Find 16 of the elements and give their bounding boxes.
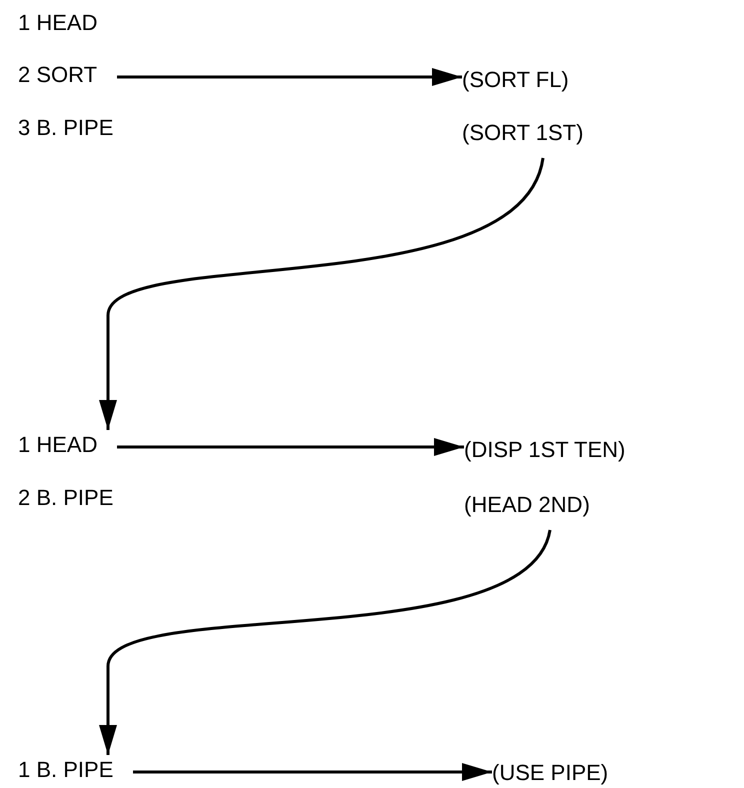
- step-text: (USE PIPE): [492, 758, 608, 788]
- arrow: [133, 763, 492, 781]
- step-text: (SORT FL): [462, 65, 569, 95]
- arrow: [99, 529, 552, 755]
- arrow: [99, 157, 544, 430]
- step-text: (HEAD 2ND): [464, 490, 590, 520]
- step-text: 2 SORT: [18, 60, 98, 90]
- step-text: (SORT 1ST): [462, 118, 584, 148]
- arrow: [117, 68, 462, 86]
- step-label: 2 B. PIPE: [18, 484, 114, 512]
- step-text: (DISP 1ST TEN): [464, 435, 626, 465]
- step-label: 3 B. PIPE: [18, 114, 114, 142]
- arrow: [117, 438, 464, 456]
- step-text: 1 B. PIPE: [18, 755, 114, 785]
- step-text: 1 HEAD: [18, 430, 98, 460]
- step-label: 1 HEAD: [18, 9, 98, 37]
